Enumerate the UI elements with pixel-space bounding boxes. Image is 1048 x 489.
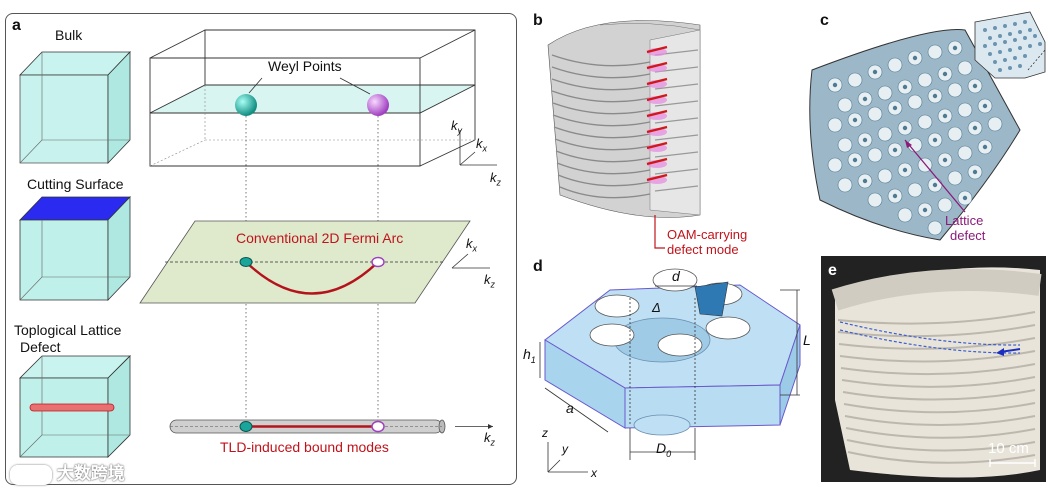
panel-c-lattice bbox=[809, 29, 1021, 241]
fermi-arc-label: Conventional 2D Fermi Arc bbox=[236, 230, 404, 246]
panel-d-label: d bbox=[533, 258, 543, 275]
cutting-surface-label: Cutting Surface bbox=[27, 176, 124, 192]
dim-D0: D0 bbox=[656, 440, 672, 459]
axis-kz-mid: kz bbox=[484, 272, 495, 290]
dim-a: a bbox=[566, 400, 574, 416]
dim-delta: Δ bbox=[652, 300, 661, 315]
weyl-point-1 bbox=[235, 94, 257, 116]
axis-kz-top: kz bbox=[490, 170, 501, 188]
panel-e-label: e bbox=[828, 262, 837, 279]
bulk-label: Bulk bbox=[55, 27, 83, 43]
axis-z: z bbox=[542, 426, 548, 440]
tld-bound-modes-label: TLD-induced bound modes bbox=[220, 439, 389, 455]
tld-rod bbox=[169, 419, 493, 434]
axes-top bbox=[459, 130, 497, 166]
watermark-logo-icon bbox=[10, 464, 52, 485]
axis-kx-mid: kx bbox=[466, 236, 477, 254]
panel-c-inset bbox=[974, 11, 1046, 79]
axis-ky-top: ky bbox=[451, 118, 462, 136]
tld-cube bbox=[19, 355, 131, 458]
scale-bar-label: 10 cm bbox=[988, 440, 1029, 457]
watermark-text: 大数跨境 bbox=[56, 464, 125, 483]
weyl-point-2 bbox=[367, 94, 389, 116]
tld-label-line2: Defect bbox=[20, 339, 61, 355]
dim-L: L bbox=[803, 332, 811, 348]
axis-kz-bottom: kz bbox=[484, 430, 495, 448]
panel-b-label: b bbox=[533, 12, 543, 29]
panel-c-label: c bbox=[820, 12, 829, 29]
axes-middle bbox=[451, 253, 490, 269]
oam-vortex bbox=[646, 45, 668, 184]
axis-kx-top: kx bbox=[476, 136, 487, 154]
panel-e-photo bbox=[821, 256, 1046, 482]
bulk-box bbox=[149, 29, 476, 167]
defect-rod bbox=[29, 403, 115, 412]
lattice-defect-line2: defect bbox=[950, 228, 986, 243]
watermark: 大数跨境 bbox=[10, 459, 125, 485]
weyl-points-label: Weyl Points bbox=[268, 58, 342, 74]
axis-x: x bbox=[591, 466, 597, 480]
oam-caption-line2: defect mode bbox=[667, 242, 739, 257]
panel-d-unit-cell bbox=[539, 268, 801, 473]
cutting-surface-cube bbox=[19, 196, 131, 301]
dim-d: d bbox=[672, 268, 680, 284]
dim-h1: h1 bbox=[523, 346, 536, 365]
fermi-arc bbox=[245, 261, 379, 295]
panel-a-label: a bbox=[12, 17, 21, 34]
axis-y: y bbox=[562, 442, 568, 456]
panel-b-structure bbox=[547, 20, 701, 249]
oam-caption-line1: OAM-carrying bbox=[667, 227, 748, 242]
bulk-cube bbox=[19, 51, 131, 164]
lattice-defect-line1: Lattice bbox=[945, 213, 984, 228]
panel-a bbox=[5, 13, 517, 485]
tld-label-line1: Toplogical Lattice bbox=[14, 322, 122, 338]
